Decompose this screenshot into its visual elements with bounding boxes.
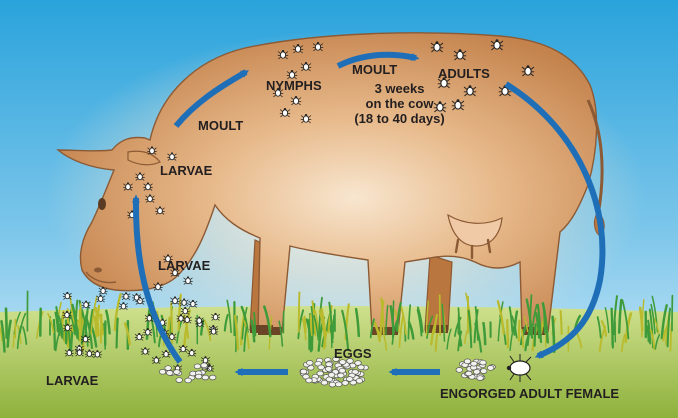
egg [487,366,494,371]
egg [307,360,314,365]
egg [159,369,166,374]
duration-line-3: (18 to 40 days) [332,111,467,126]
egg [194,364,201,369]
label-eggs: EGGS [334,346,372,361]
grass-blade [507,320,508,347]
label-engorged-adult-female: ENGORGED ADULT FEMALE [440,386,619,401]
grass-blade [299,292,300,331]
label-larvae-climbing: LARVAE [158,258,210,273]
duration-note: 3 weeks on the cow (18 to 40 days) [332,81,467,126]
grass-blade [519,321,520,341]
egg [466,371,473,376]
egg [174,370,181,375]
egg [471,361,478,366]
egg [209,375,216,380]
label-moult-2: MOULT [352,62,397,77]
label-nymphs: NYMPHS [266,78,322,93]
egg [325,367,332,372]
egg [195,374,202,379]
egg [176,378,183,383]
egg [329,382,336,387]
egg [201,363,208,368]
egg [165,366,172,371]
egg [338,373,345,378]
egg [306,378,313,383]
egg [326,362,333,367]
egg [166,371,173,376]
duration-line-1: 3 weeks [332,81,467,96]
egg [480,369,487,374]
label-adults: ADULTS [438,66,490,81]
egg [185,378,192,383]
egg [317,371,324,376]
grass-blade [544,310,545,333]
egg [318,365,325,370]
egg [358,365,365,370]
egg [339,368,346,373]
egg [300,369,307,374]
grass-blade [6,309,7,338]
egg [464,359,471,364]
egg [480,360,487,365]
grass-blade [535,324,536,345]
grass-blade [561,311,562,334]
egg [335,382,342,387]
egg [346,377,353,382]
egg [202,375,209,380]
label-larvae-on-cow: LARVAE [160,163,212,178]
egg [456,368,463,373]
label-larvae-ground: LARVAE [46,373,98,388]
egg [477,376,484,381]
duration-line-2: on the cow [332,96,467,111]
egg [328,373,335,378]
grass-blade [95,317,96,334]
grass-blade [54,320,55,349]
label-moult-1: MOULT [198,118,243,133]
grass-blade [81,304,82,343]
egg [356,378,363,383]
grass-blade [117,319,118,348]
